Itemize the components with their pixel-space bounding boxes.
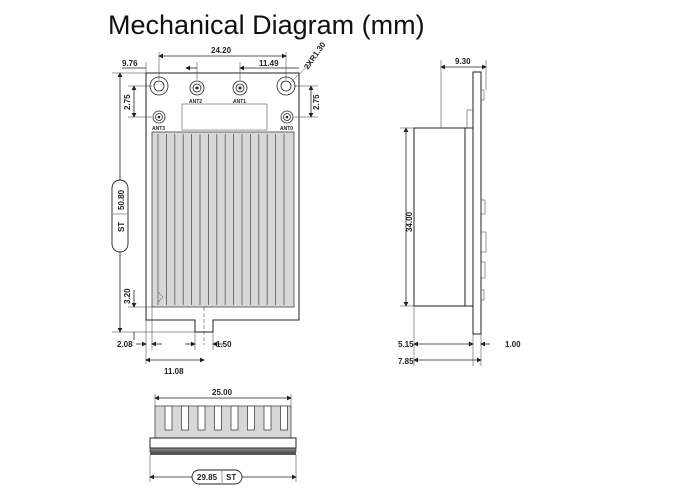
end-fin-gap [197,405,206,431]
dim-heatsink-width: 25.00 [212,388,233,397]
dim-side-1: 1.00 [505,340,521,349]
label-ant3: ANT3 [152,126,165,132]
dim-length-st-tag: ST [117,222,126,232]
end-fin-gap [280,405,288,431]
connector-ant3 [152,110,166,124]
end-dimensions: 25.00 29.85 ST [149,388,297,485]
dim-length: 50.80 [117,189,126,210]
dim-side-thickness: 9.30 [455,57,471,66]
dim-top-right-vertical: 2.75 [312,94,321,110]
dim-length-capsule [111,179,129,253]
end-fin-gap [263,405,272,431]
dim-module-width-capsule [191,469,243,485]
side-view [413,71,487,335]
connector-ant2 [189,80,205,96]
dim-notch-offset: 11.08 [164,367,184,376]
end-fin-gap [230,405,239,431]
upper-recess [181,103,268,131]
side-component-3 [480,231,487,253]
dim-notch-width: 1.50 [216,340,232,349]
connector-ant1 [232,80,248,96]
page-title: Mechanical Diagram (mm) [108,10,425,40]
side-shield [464,127,474,307]
label-ant0: ANT0 [280,126,293,132]
side-component-4 [480,261,486,279]
front-dimensions: 24.20 9.76 11.49 2XR1.30 2.75 2.75 50.80 [111,40,328,376]
dim-side-5: 5.15 [398,340,414,349]
connector-ant0 [280,110,294,124]
side-dimensions: 9.30 34.00 5.15 1.00 7.85 [398,57,521,366]
label-ant1: ANT1 [233,99,246,105]
dim-hole-radius: 2XR1.30 [302,40,328,71]
mount-hole-left-inner [153,80,165,92]
side-connector-upper [466,109,474,129]
side-component-5 [480,289,485,301]
heatsink-fins [157,134,285,305]
side-heatsink [413,127,466,307]
end-view [149,405,297,455]
heatsink-corner-mark [157,291,164,303]
front-view: ANT2 ANT1 ANT3 ANT0 [145,72,300,345]
dim-bottom-vertical: 3.20 [123,288,132,304]
end-heatsink-fins [164,405,288,431]
end-pcb-edge [150,452,296,455]
side-component-2 [480,199,486,215]
label-ant2: ANT2 [189,99,202,105]
dim-module-width: 29.85 [197,473,218,482]
dim-bottom-left: 2.08 [117,340,133,349]
end-fin-gap [214,405,222,431]
dim-side-7: 7.85 [398,357,414,366]
dim-module-width-st-tag: ST [226,473,236,482]
dim-right-offset: 11.49 [259,59,279,68]
dim-top-width: 24.20 [211,46,232,55]
side-pcb [472,71,482,335]
end-fin-gap [181,405,189,431]
end-board [149,437,297,449]
dim-top-left-vertical: 2.75 [123,94,132,110]
end-fin-gap [164,405,173,431]
mount-hole-right-inner [280,80,292,92]
heatsink-top-view [151,131,295,308]
end-components [149,447,297,453]
end-fin-gap [247,405,255,431]
dim-left-offset: 9.76 [122,59,138,68]
dim-side-height: 34.00 [405,211,414,232]
side-component-1 [480,89,485,101]
